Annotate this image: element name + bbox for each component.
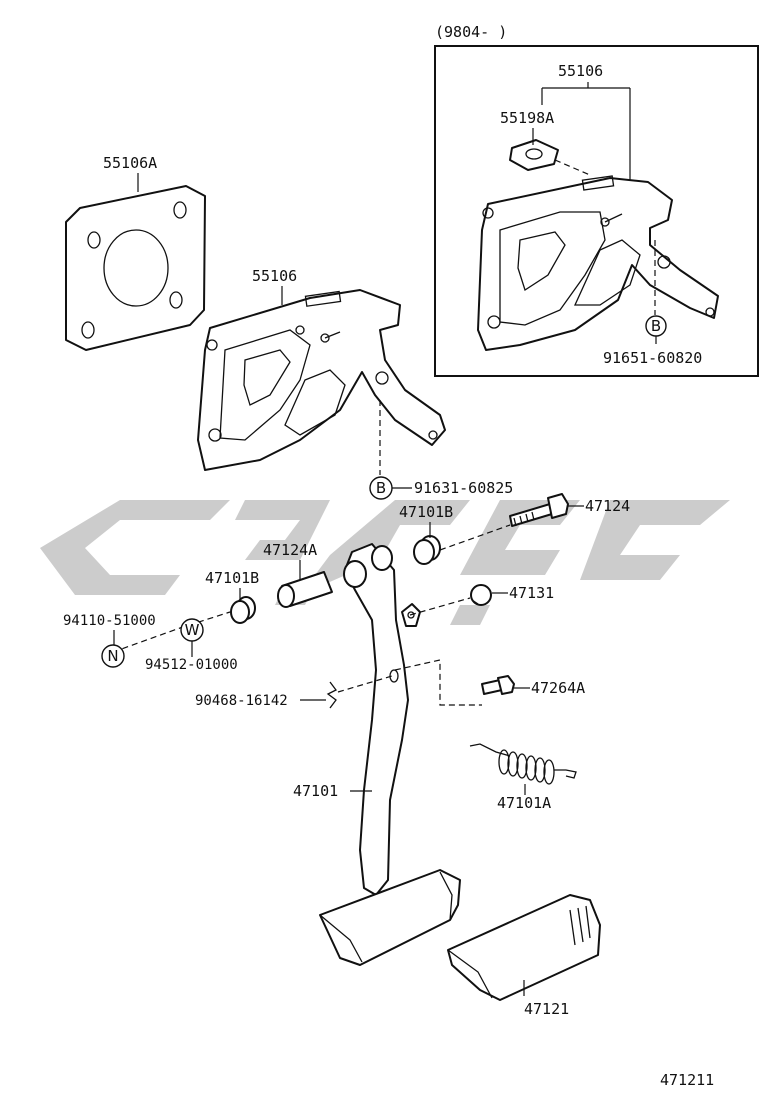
badge-b-main: B — [369, 476, 393, 500]
label-94110: 94110-51000 — [63, 613, 156, 629]
label-94512: 94512-01000 — [145, 657, 238, 673]
badge-n: N — [101, 644, 125, 668]
label-55106-inset: 55106 — [558, 62, 603, 80]
label-47124: 47124 — [585, 497, 630, 515]
spring-47101A — [469, 743, 577, 785]
dash-stopper — [409, 597, 471, 616]
pedal-pad-47121 — [447, 894, 601, 1001]
svg-text:B: B — [651, 317, 661, 335]
svg-text:B: B — [376, 479, 386, 497]
pin-90468-16142 — [326, 681, 337, 709]
label-47124A: 47124A — [263, 541, 317, 559]
bolt-47124 — [509, 493, 569, 527]
diagram-code: 471211 — [660, 1071, 714, 1089]
leader-55106-inset — [541, 82, 631, 180]
inset-date-range: (9804- ) — [435, 23, 507, 41]
dash-washer — [112, 611, 231, 653]
label-47101B-right: 47101B — [399, 503, 453, 521]
bolt-47264A — [481, 675, 515, 695]
bushing-47101B-right — [413, 535, 441, 565]
label-55106A: 55106A — [103, 154, 157, 172]
badge-b-inset: B — [645, 315, 667, 337]
brake-pedal-47101 — [319, 543, 461, 966]
svg-text:N: N — [107, 647, 118, 665]
pedal-bracket-55106 — [197, 289, 446, 471]
bushing-47101B-left — [230, 596, 256, 624]
label-47121: 47121 — [524, 1000, 569, 1018]
nut-55198A — [509, 139, 559, 171]
badge-w: W — [180, 618, 204, 642]
inset-dash-nut — [554, 159, 591, 176]
stopper-47131 — [470, 584, 492, 606]
svg-text:W: W — [185, 621, 200, 639]
label-47264A: 47264A — [531, 679, 585, 697]
label-47101: 47101 — [293, 782, 338, 800]
plate-55106A — [65, 185, 206, 351]
dash-bolt-47264A — [394, 659, 482, 706]
label-90468: 90468-16142 — [195, 693, 288, 709]
label-47101A: 47101A — [497, 794, 551, 812]
label-47131: 47131 — [509, 584, 554, 602]
label-55198A: 55198A — [500, 109, 554, 127]
label-91651: 91651-60820 — [603, 349, 702, 367]
label-47101B-left: 47101B — [205, 569, 259, 587]
collar-47124A — [277, 571, 333, 608]
label-55106: 55106 — [252, 267, 297, 285]
inset-frame: (9804- ) — [434, 23, 759, 377]
inset-pedal-bracket — [477, 175, 719, 351]
label-91631: 91631-60825 — [414, 479, 513, 497]
dash-bolt-47124 — [439, 524, 511, 551]
